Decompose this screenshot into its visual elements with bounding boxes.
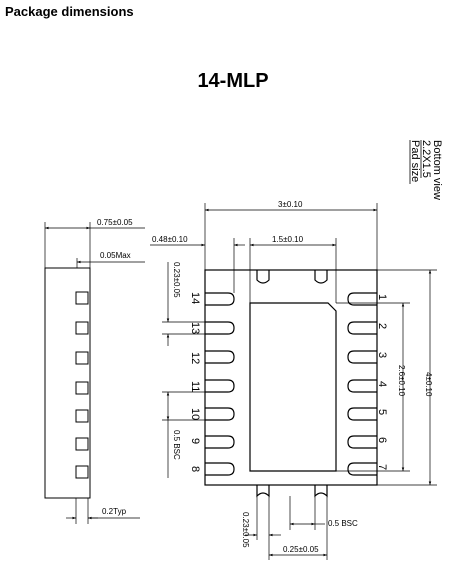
left-pitch-dim: 0.5 BSC	[172, 430, 181, 460]
body-height-dim: 4±0.10	[424, 372, 433, 397]
left-lead	[205, 321, 235, 335]
bottom-view-label: Bottom view	[431, 140, 443, 200]
right-lead	[347, 462, 377, 476]
side-height-dim: 0.75±0.05	[97, 218, 133, 227]
right-lead	[347, 435, 377, 449]
side-view-body	[44, 267, 91, 499]
pin-number-8: 8	[189, 466, 201, 472]
right-lead	[347, 321, 377, 335]
side-lead	[75, 381, 89, 395]
left-lead	[205, 435, 235, 449]
pin-number-5: 5	[376, 409, 388, 415]
pin-number-4: 4	[376, 381, 388, 387]
pin-number-9: 9	[189, 438, 201, 444]
pad-size-label: Pad size	[409, 140, 421, 182]
package-title: 14-MLP	[197, 70, 269, 92]
side-lead	[75, 291, 89, 305]
pin-number-2: 2	[376, 323, 388, 329]
pin-number-10: 10	[189, 408, 201, 420]
bottom-view	[204, 269, 378, 498]
right-lead	[347, 407, 377, 421]
left-lead-width-dim: 0.23±0.05	[172, 262, 181, 298]
side-lead-dim: 0.2Typ	[102, 507, 127, 516]
bottom-tab-width-dim: 0.25±0.05	[283, 545, 319, 554]
side-lead	[75, 351, 89, 365]
top-tab	[256, 270, 270, 284]
section-heading: Package dimensions	[5, 4, 134, 19]
pad-size-note: Pad size 2.2X1.5 Bottom view	[409, 140, 443, 200]
pin-number-11: 11	[189, 381, 201, 392]
bottom-lead-width-dim: 0.23±0.05	[241, 512, 250, 548]
pin-number-7: 7	[376, 464, 388, 470]
left-lead	[205, 350, 235, 364]
side-lead	[75, 321, 89, 335]
left-lead	[205, 379, 235, 393]
side-lead	[75, 409, 89, 423]
pin-number-6: 6	[376, 437, 388, 443]
top-tab	[314, 270, 328, 284]
pad-height-dim: 2.6±0.10	[397, 365, 406, 397]
pad-size-value: 2.2X1.5	[420, 140, 432, 178]
side-standoff-dim: 0.05Max	[100, 251, 131, 260]
side-view	[44, 222, 145, 524]
side-lead	[75, 465, 89, 479]
right-lead	[347, 350, 377, 364]
pad-width-dim: 1.5±0.10	[272, 235, 304, 244]
right-lead	[347, 292, 377, 306]
package-outline	[204, 269, 378, 486]
pin-number-13: 13	[189, 322, 201, 334]
left-lead	[205, 462, 235, 476]
body-width-dim: 3±0.10	[278, 200, 303, 209]
pin-number-1: 1	[376, 294, 388, 300]
pin-number-14: 14	[189, 292, 201, 304]
right-lead	[347, 379, 377, 393]
side-lead	[75, 437, 89, 451]
lead-length-dim: 0.48±0.10	[152, 235, 188, 244]
bottom-tab	[314, 485, 328, 498]
left-lead	[205, 292, 235, 306]
bottom-pitch-dim: 0.5 BSC	[328, 519, 358, 528]
bottom-tab	[256, 485, 270, 498]
pin-number-3: 3	[376, 352, 388, 358]
exposed-pad	[249, 302, 337, 472]
pin-number-12: 12	[189, 352, 201, 364]
left-lead	[205, 407, 235, 421]
